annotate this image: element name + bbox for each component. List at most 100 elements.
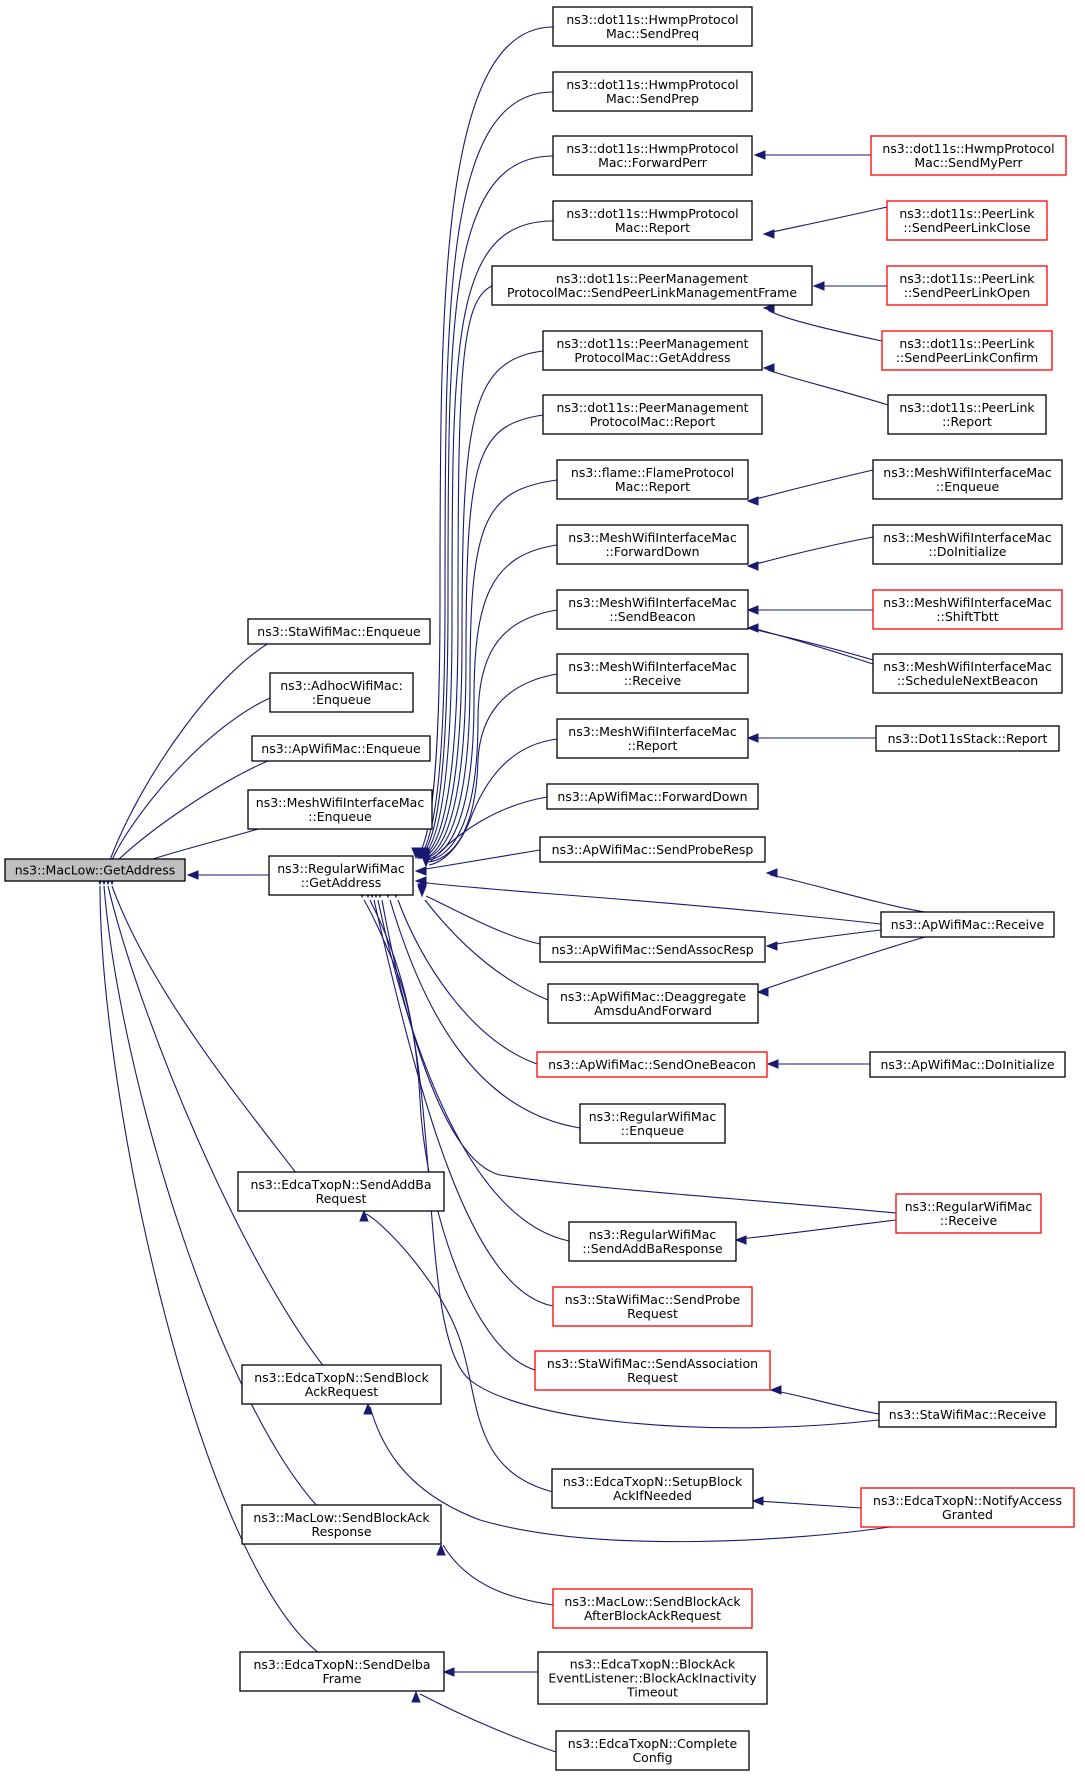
node-ap-probe[interactable]: ns3::ApWifiMac::SendProbeResp [539, 836, 766, 863]
node-label: ns3::dot11s::PeerLink [899, 206, 1035, 221]
node-ap-onebeacon[interactable]: ns3::ApWifiMac::SendOneBeacon [536, 1051, 768, 1078]
node-label: ns3::ApWifiMac::Enqueue [261, 741, 421, 756]
edge-line [369, 1406, 891, 1543]
edge-arrow [107, 697, 271, 872]
node-reg-get[interactable]: ns3::RegularWifiMac::GetAddress [268, 855, 414, 896]
node-peer-splmf[interactable]: ns3::dot11s::PeerManagementProtocolMac::… [491, 265, 813, 306]
arrowhead [359, 1209, 369, 1222]
node-box [556, 718, 749, 759]
edge-arrow [367, 886, 554, 1307]
edge-line [767, 309, 883, 342]
arrowhead [411, 1690, 421, 1703]
edge-arrow [357, 886, 880, 1429]
node-label: ns3::ApWifiMac::SendOneBeacon [548, 1057, 756, 1072]
edge-line [767, 206, 888, 234]
node-label: ns3::EdcaTxopN::SendBlock [254, 1370, 429, 1385]
node-label: ns3::MeshWifiInterfaceMac [568, 595, 737, 610]
node-label: ns3::MeshWifiInterfaceMac [568, 530, 737, 545]
edge-arrow [753, 150, 871, 160]
arrowhead [766, 1059, 779, 1069]
node-label: ::SendPeerLinkClose [903, 220, 1030, 235]
node-root[interactable]: ns3::MacLow::GetAddress [4, 858, 186, 882]
node-peer-report[interactable]: ns3::dot11s::PeerManagementProtocolMac::… [542, 394, 763, 435]
node-adhoc-enq[interactable]: ns3::AdhocWifiMac::Enqueue [269, 672, 414, 713]
node-maclow-after[interactable]: ns3::MacLow::SendBlockAckAfterBlockAckRe… [552, 1588, 753, 1629]
node-box [552, 6, 753, 47]
node-ap-assoc[interactable]: ns3::ApWifiMac::SendAssocResp [539, 936, 766, 963]
node-label: ::SendPeerLinkOpen [904, 285, 1031, 300]
node-mesh-beacon[interactable]: ns3::MeshWifiInterfaceMac::SendBeacon [556, 589, 749, 630]
node-mesh-fwd[interactable]: ns3::MeshWifiInterfaceMac::ForwardDown [556, 524, 749, 565]
node-box [887, 394, 1047, 435]
node-box [872, 653, 1063, 694]
edge-arrow [363, 886, 536, 1371]
node-label: ns3::MacLow::SendBlockAck [564, 1594, 741, 1609]
node-ap-enq[interactable]: ns3::ApWifiMac::Enqueue [251, 735, 431, 762]
node-ap-fwd[interactable]: ns3::ApWifiMac::ForwardDown [546, 783, 759, 810]
node-label: ns3::dot11s::HwmpProtocol [566, 77, 738, 92]
node-pl-report[interactable]: ns3::dot11s::PeerLink::Report [887, 394, 1047, 435]
edge-line [363, 899, 880, 1429]
node-edca-inact[interactable]: ns3::EdcaTxopN::BlockAckEventListener::B… [537, 1651, 768, 1705]
node-mesh-recv[interactable]: ns3::MeshWifiInterfaceMac::Receive [556, 653, 749, 694]
node-mesh-shift[interactable]: ns3::MeshWifiInterfaceMac::ShiftTbtt [872, 589, 1063, 630]
node-hwmp-fperr[interactable]: ns3::dot11s::HwmpProtocolMac::ForwardPer… [552, 135, 753, 176]
node-sta-receive[interactable]: ns3::StaWifiMac::Receive [878, 1401, 1057, 1428]
node-box [551, 1468, 754, 1509]
node-pl-confirm[interactable]: ns3::dot11s::PeerLink::SendPeerLinkConfi… [881, 330, 1053, 371]
node-dot11s-report[interactable]: ns3::Dot11sStack::Report [875, 725, 1060, 752]
node-label: ns3::flame::FlameProtocol [571, 465, 734, 480]
edge-arrow [762, 363, 889, 406]
arrowhead [734, 1235, 747, 1245]
node-box [878, 1401, 1057, 1428]
edge-line [427, 673, 558, 863]
node-pl-close[interactable]: ns3::dot11s::PeerLink::SendPeerLinkClose [886, 200, 1048, 241]
node-ap-receive[interactable]: ns3::ApWifiMac::Receive [880, 911, 1055, 938]
node-reg-enq[interactable]: ns3::RegularWifiMac::Enqueue [579, 1103, 726, 1144]
edge-line [751, 469, 874, 501]
node-label: ns3::StaWifiMac::Receive [889, 1407, 1047, 1422]
node-ap-doinit[interactable]: ns3::ApWifiMac::DoInitialize [869, 1051, 1066, 1078]
node-mesh-enq-r[interactable]: ns3::MeshWifiInterfaceMac::Enqueue [872, 459, 1063, 500]
node-peer-getaddr[interactable]: ns3::dot11s::PeerManagementProtocolMac::… [542, 330, 763, 371]
edge-line [397, 899, 538, 1065]
node-pl-open[interactable]: ns3::dot11s::PeerLink::SendPeerLinkOpen [886, 265, 1048, 306]
node-label: ns3::dot11s::HwmpProtocol [566, 141, 738, 156]
edge-arrow [762, 303, 883, 342]
node-label: ::Receive [940, 1213, 998, 1228]
node-mesh-report[interactable]: ns3::MeshWifiInterfaceMac::Report [556, 718, 749, 759]
node-label: ns3::MeshWifiInterfaceMac [568, 659, 737, 674]
node-mesh-enq-l[interactable]: ns3::MeshWifiInterfaceMac::Enqueue [247, 789, 433, 830]
edge-line [111, 697, 271, 861]
node-label: EventListener::BlockAckInactivity [548, 1671, 757, 1686]
node-mesh-doinit[interactable]: ns3::MeshWifiInterfaceMac::DoInitialize [872, 524, 1063, 565]
node-ap-deagg[interactable]: ns3::ApWifiMac::DeaggregateAmsduAndForwa… [547, 983, 759, 1024]
node-label: ns3::dot11s::PeerManagement [556, 271, 748, 286]
node-label: ns3::MacLow::GetAddress [15, 863, 176, 878]
node-reg-receive[interactable]: ns3::RegularWifiMac::Receive [895, 1193, 1042, 1234]
edge-arrow [746, 536, 874, 571]
node-mesh-sched[interactable]: ns3::MeshWifiInterfaceMac::ScheduleNextB… [872, 653, 1063, 694]
node-sta-enq[interactable]: ns3::StaWifiMac::Enqueue [247, 618, 431, 645]
node-label: ns3::AdhocWifiMac: [280, 678, 402, 693]
node-label: ns3::EdcaTxopN::NotifyAccess [873, 1493, 1062, 1508]
node-box [247, 789, 433, 830]
node-label: ns3::MeshWifiInterfaceMac [256, 795, 425, 810]
edge-line [419, 881, 882, 925]
node-label: AckIfNeeded [613, 1488, 692, 1503]
node-reg-addbaresp[interactable]: ns3::RegularWifiMac::SendAddBaResponse [568, 1221, 737, 1262]
